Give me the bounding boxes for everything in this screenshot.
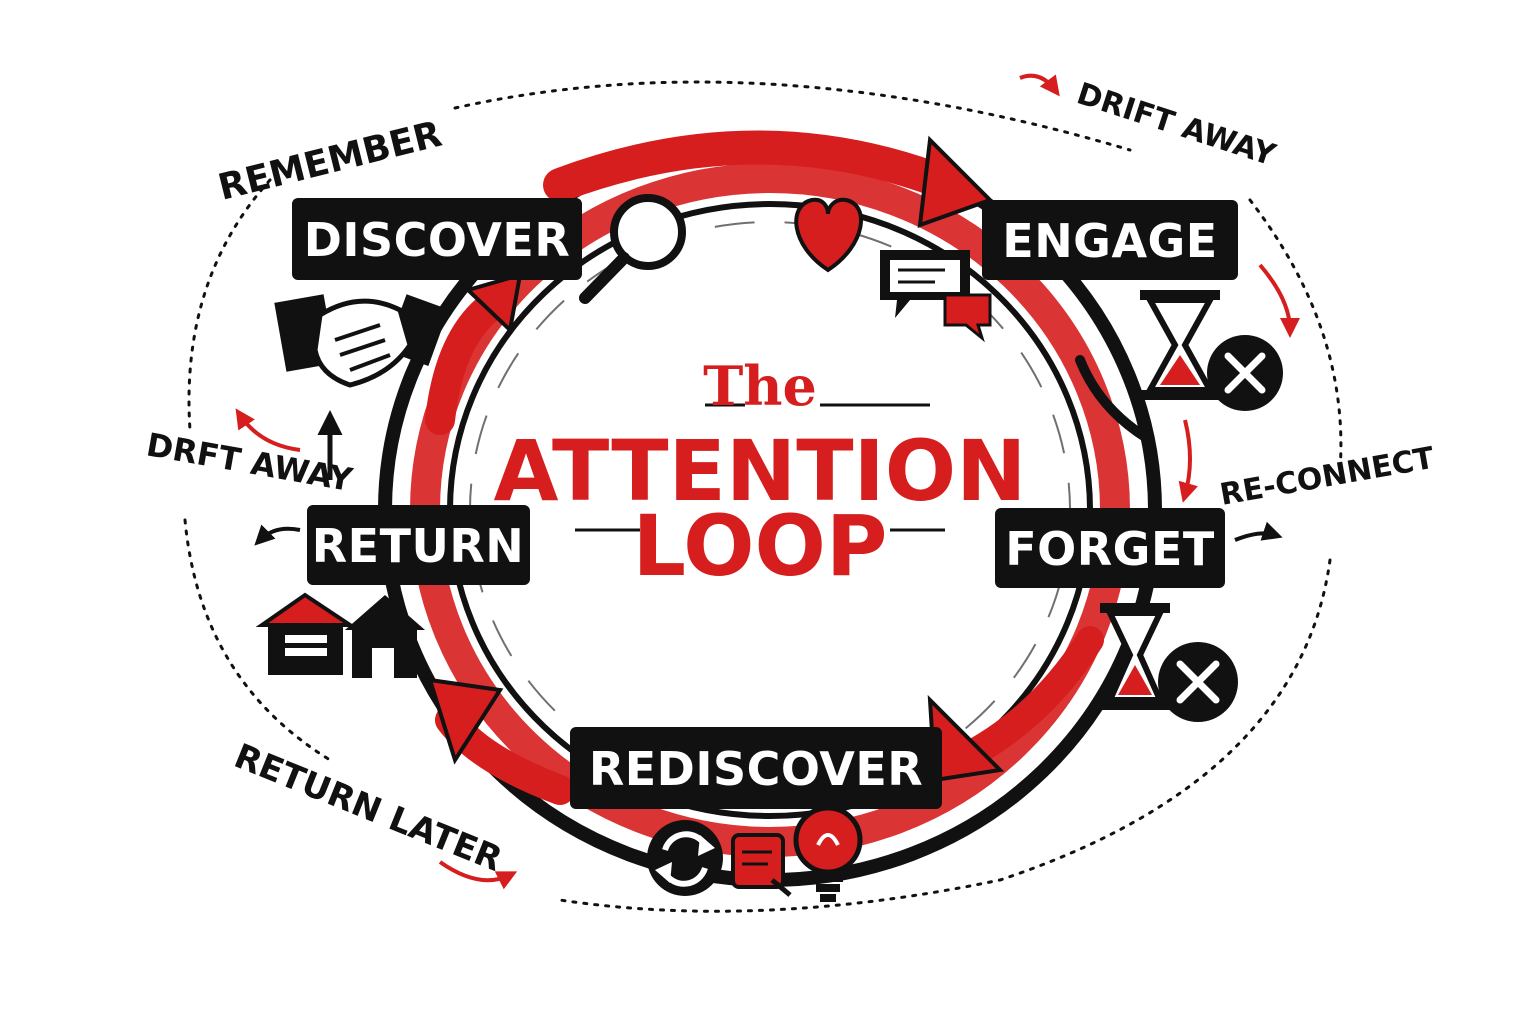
diagram-title: The ATTENTION LOOP [494, 354, 1027, 595]
small-arrows [235, 73, 1300, 890]
title-line-1: The [703, 354, 817, 418]
hourglass-icon [1100, 603, 1170, 710]
outer-dotted-orbit [183, 80, 1343, 913]
handshake-icon [274, 294, 449, 388]
stage-forget-label: FORGET [1005, 522, 1215, 576]
stage-discover: DISCOVER [292, 198, 582, 280]
label-drift-away-left: DRFT AWAY [144, 425, 356, 499]
stage-forget: FORGET [995, 508, 1225, 588]
stage-engage-box [982, 200, 1238, 280]
stage-return: RETURN [307, 505, 530, 585]
label-return-later: RETURN LATER [229, 736, 508, 880]
refresh-icon [647, 820, 723, 896]
stage-rediscover-box [570, 727, 942, 809]
loop-arrows [425, 130, 1155, 805]
stage-return-label: RETURN [312, 519, 525, 573]
stage-rediscover-label: REDISCOVER [589, 742, 923, 796]
title-line-3: LOOP [633, 497, 888, 595]
stage-discover-box [292, 198, 582, 280]
heart-icon [794, 197, 863, 273]
stage-rediscover: REDISCOVER [570, 727, 942, 809]
chat-bubbles-icon [880, 250, 992, 343]
house-icon [255, 592, 425, 678]
close-circle-icon [1207, 335, 1283, 411]
label-re-connect: RE-CONNECT [1217, 441, 1437, 513]
hourglass-icon [1140, 290, 1220, 400]
close-circle-icon [1158, 642, 1238, 722]
label-drift-away-top: DRIFT AWAY [1073, 76, 1281, 173]
stage-return-box [307, 505, 530, 585]
magnifier-icon [579, 194, 686, 304]
lightbulb-icon [793, 805, 863, 902]
stage-engage: ENGAGE [982, 200, 1238, 280]
stage-forget-box [995, 508, 1225, 588]
stage-discover-label: DISCOVER [304, 213, 571, 267]
stage-engage-label: ENGAGE [1002, 214, 1217, 268]
label-remember: REMEMBER [214, 114, 445, 209]
document-search-icon [731, 833, 792, 897]
title-line-2: ATTENTION [494, 422, 1027, 520]
